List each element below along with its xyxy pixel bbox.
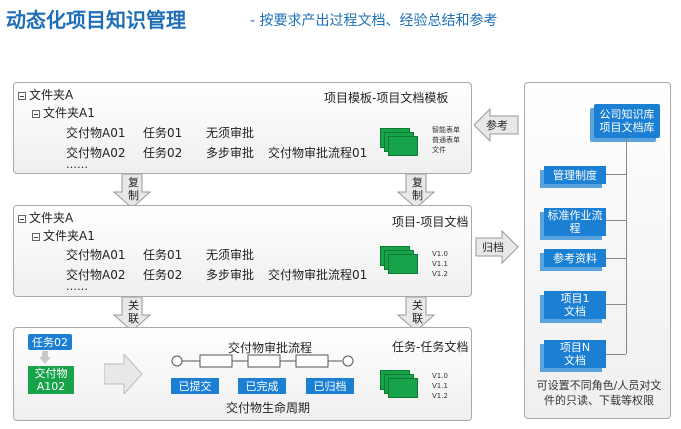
- collapse-icon[interactable]: [32, 232, 40, 241]
- kb-item-policy[interactable]: 管理制度: [544, 166, 606, 184]
- version-1-2: V1.2: [432, 270, 448, 278]
- template-panel-title: 项目模板-项目文档模板: [324, 91, 449, 105]
- collapse-icon[interactable]: [32, 109, 40, 118]
- folder-a-label: 文件夹A: [18, 209, 73, 226]
- deliverable-a01: 交付物A01: [66, 248, 126, 262]
- legend-file: 文件: [432, 146, 446, 154]
- folder-a-text: 文件夹A: [29, 211, 74, 225]
- folder-a1-label: 文件夹A1: [32, 227, 95, 244]
- reference-arrow: [474, 108, 519, 142]
- approval-flow-chain: [171, 354, 354, 368]
- task-02: 任务02: [143, 268, 183, 282]
- kb-header-box: 公司知识库项目文档库: [594, 104, 660, 138]
- copy-label-left: 复制: [128, 176, 139, 202]
- status-completed: 已完成: [238, 378, 286, 394]
- task-01: 任务01: [143, 248, 183, 262]
- task-panel-title: 任务-任务文档: [392, 340, 469, 354]
- right-big-arrow-icon: [104, 354, 143, 394]
- relate-arrow-right: [396, 297, 436, 332]
- relate-arrow-left: [112, 297, 152, 332]
- ellipsis: ……: [66, 158, 88, 171]
- kb-item-reference[interactable]: 参考资料: [544, 249, 606, 267]
- approval-multistep: 多步审批: [206, 268, 255, 282]
- kb-branch-line: [606, 258, 626, 259]
- collapse-icon[interactable]: [18, 91, 26, 100]
- legend-smart-form: 智能表单: [432, 126, 460, 134]
- deliverable-a01: 交付物A01: [66, 126, 126, 140]
- copy-label-right: 复制: [412, 176, 423, 202]
- reference-label: 参考: [486, 119, 508, 132]
- folder-a1-label: 文件夹A1: [32, 104, 95, 121]
- doc-stack-icon: [380, 242, 426, 274]
- approval-flow-01: 交付物审批流程01: [268, 146, 368, 160]
- doc-stack-icon: [380, 124, 426, 156]
- archive-label: 归档: [482, 241, 504, 254]
- task-02: 任务02: [143, 146, 183, 160]
- task-01: 任务01: [143, 126, 183, 140]
- version-1-0: V1.0: [432, 250, 448, 258]
- kb-branch-line: [606, 174, 626, 175]
- approval-flow-01: 交付物审批流程01: [268, 268, 368, 282]
- copy-arrow-right: [396, 174, 436, 209]
- lifecycle-label: 交付物生命周期: [226, 401, 311, 415]
- approval-none: 无须审批: [206, 126, 255, 140]
- project-panel-title: 项目-项目文档: [392, 215, 469, 229]
- approval-none: 无须审批: [206, 248, 255, 262]
- kb-trunk-line: [626, 138, 627, 354]
- kb-branch-line: [606, 220, 626, 221]
- status-submitted: 已提交: [171, 378, 219, 394]
- page-title: 动态化项目知识管理: [6, 8, 186, 32]
- folder-a1-text: 文件夹A1: [43, 106, 95, 120]
- kb-branch-line: [606, 354, 626, 355]
- task-02-box: 任务02: [28, 334, 72, 350]
- kb-item-project-1[interactable]: 项目1文档: [544, 291, 606, 319]
- approval-flow-title: 交付物审批流程: [228, 341, 313, 355]
- legend-normal-form: 普通表单: [432, 136, 460, 144]
- relate-label-right: 关联: [412, 299, 423, 325]
- kb-branch-line: [606, 304, 626, 305]
- deliverable-a02: 交付物A02: [66, 268, 126, 282]
- archive-arrow: [475, 230, 519, 264]
- collapse-icon[interactable]: [18, 214, 26, 223]
- doc-stack-icon: [380, 366, 426, 398]
- ellipsis: ……: [66, 280, 88, 293]
- kb-permission-note: 可设置不同角色/人员对文件的只读、下载等权限: [536, 379, 662, 407]
- kb-item-sop[interactable]: 标准作业流程: [544, 208, 606, 236]
- folder-a1-text: 文件夹A1: [43, 229, 95, 243]
- folder-a-text: 文件夹A: [29, 88, 74, 102]
- version-1-1: V1.1: [432, 382, 448, 390]
- version-1-1: V1.1: [432, 260, 448, 268]
- kb-item-project-n[interactable]: 项目N文档: [544, 340, 606, 368]
- copy-arrow-left: [112, 174, 152, 209]
- down-arrow-icon: [39, 351, 51, 364]
- deliverable-a02: 交付物A02: [66, 146, 126, 160]
- status-archived: 已归档: [306, 378, 354, 394]
- approval-multistep: 多步审批: [206, 146, 255, 160]
- deliverable-a102-box: 交付物A102: [28, 366, 74, 394]
- version-1-0: V1.0: [432, 372, 448, 380]
- page-subtitle: - 按要求产出过程文档、经验总结和参考: [250, 13, 498, 29]
- relate-label-left: 关联: [128, 299, 139, 325]
- version-1-2: V1.2: [432, 392, 448, 400]
- folder-a-label: 文件夹A: [18, 86, 73, 103]
